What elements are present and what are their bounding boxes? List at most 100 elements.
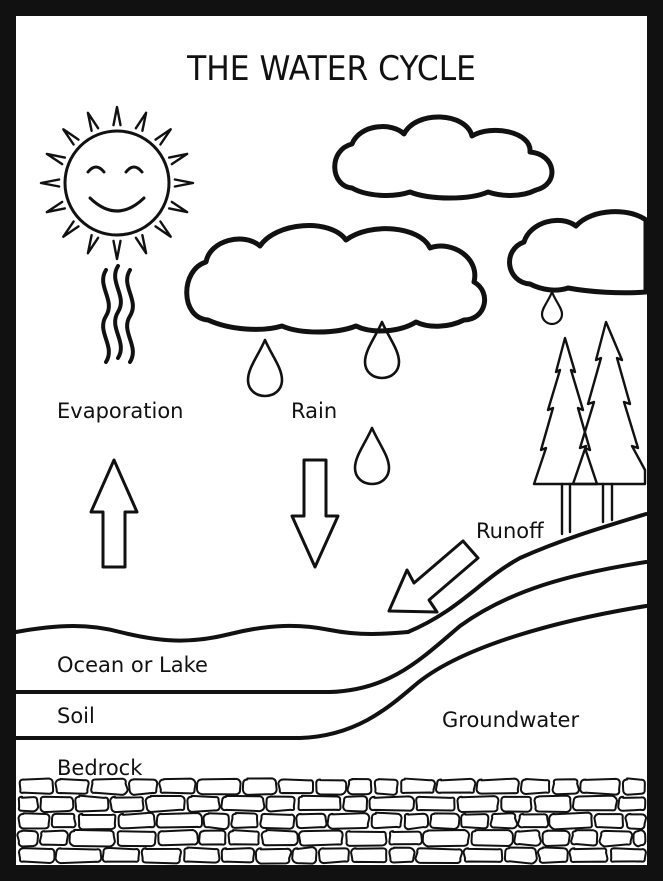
stone: [388, 846, 416, 864]
sun-ray: [45, 152, 66, 166]
sun-ray: [173, 178, 195, 188]
stone: [503, 846, 538, 865]
stone: [579, 777, 621, 796]
arrow-diagonal-icon: [387, 539, 480, 614]
water-surface-line: [14, 623, 410, 643]
stone: [621, 777, 646, 796]
stone: [421, 828, 471, 848]
stone: [551, 778, 580, 796]
stone: [259, 812, 296, 830]
groundwater-label: Groundwater: [442, 708, 580, 732]
stone: [297, 829, 344, 847]
sun-ray: [112, 105, 122, 127]
stone: [16, 829, 40, 848]
stone: [415, 795, 456, 812]
stone: [342, 795, 369, 813]
sun-ray: [39, 178, 61, 188]
stone: [470, 829, 514, 848]
stone: [220, 847, 256, 864]
stone: [568, 847, 609, 863]
stone: [624, 812, 648, 831]
arrow-down-icon: [290, 458, 340, 569]
raindrop-icon: [540, 290, 564, 326]
stone: [370, 811, 403, 830]
stone: [429, 812, 461, 831]
stone: [183, 846, 221, 864]
stone: [598, 829, 634, 848]
stone-wall-icon: [16, 777, 648, 865]
cloud-icon: [507, 209, 649, 296]
stone: [17, 795, 40, 813]
stone: [127, 778, 159, 796]
stone: [414, 847, 464, 865]
stone: [593, 812, 625, 830]
stone: [144, 794, 186, 814]
stone: [18, 777, 55, 795]
sun-ray: [154, 220, 172, 238]
stone: [195, 777, 242, 796]
stone: [38, 829, 69, 847]
stone: [220, 794, 266, 813]
stone: [50, 812, 77, 829]
sun-ray: [154, 128, 172, 146]
stone: [400, 777, 437, 794]
stone: [388, 830, 423, 846]
stone: [109, 795, 145, 814]
stone: [456, 795, 500, 814]
stone: [68, 828, 116, 848]
stone: [533, 794, 572, 813]
stone: [116, 830, 157, 848]
stone: [403, 812, 430, 831]
sun-ray: [86, 111, 100, 132]
stone: [346, 778, 373, 796]
stone: [117, 811, 156, 830]
tree-icon: [571, 320, 647, 524]
raindrop-icon: [353, 426, 391, 486]
stone: [519, 777, 551, 796]
stone: [54, 777, 90, 795]
stone: [536, 846, 569, 864]
stone: [571, 794, 619, 812]
stone: [350, 847, 388, 864]
stone: [265, 795, 296, 813]
stone: [460, 812, 490, 830]
sun-ray: [134, 111, 148, 132]
arrow-up-icon: [89, 458, 139, 569]
stone: [227, 829, 260, 846]
cloud-icon: [184, 223, 487, 335]
stone: [230, 812, 259, 829]
ocean-label: Ocean or Lake: [57, 653, 208, 677]
stone: [295, 812, 328, 830]
raindrop-icon: [363, 320, 401, 380]
stone: [17, 812, 51, 830]
sun-ray: [86, 234, 100, 255]
cloud-icon: [332, 114, 555, 201]
soil-top-line: [14, 560, 648, 694]
stone: [541, 829, 571, 847]
bedrock-top-line: [14, 604, 648, 740]
stone: [158, 777, 197, 795]
stone: [241, 777, 278, 796]
sun-ray: [168, 200, 189, 214]
sun-ray: [112, 239, 122, 261]
stone: [513, 829, 542, 847]
stone: [90, 777, 129, 796]
sun-ray: [62, 220, 80, 238]
stone: [326, 812, 371, 830]
stone: [500, 795, 533, 813]
stone: [368, 795, 416, 812]
stone: [140, 847, 183, 865]
stone: [489, 812, 519, 830]
stone: [462, 847, 504, 863]
stone: [54, 847, 103, 865]
evaporation-label: Evaporation: [57, 399, 184, 423]
stone: [157, 828, 199, 847]
raindrop-icon: [246, 338, 284, 398]
stone: [345, 830, 388, 847]
tree-icon: [532, 336, 599, 536]
runoff-label: Runoff: [476, 519, 544, 543]
stone: [570, 829, 599, 847]
stone: [101, 846, 141, 863]
bedrock-label: Bedrock: [57, 756, 143, 780]
sun-ray: [62, 128, 80, 146]
